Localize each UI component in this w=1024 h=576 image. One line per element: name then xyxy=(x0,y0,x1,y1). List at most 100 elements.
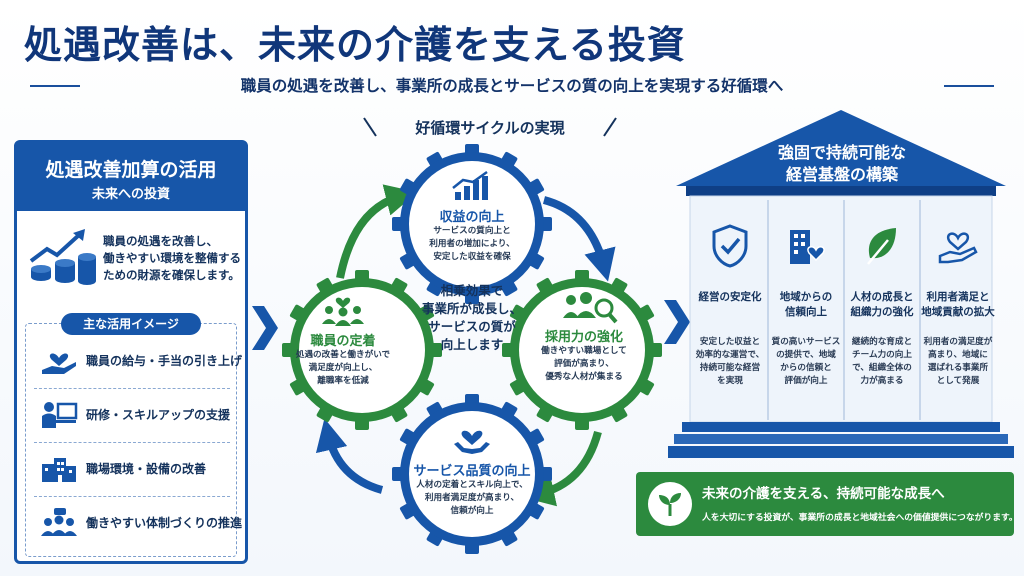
center-text-line: サービスの質が xyxy=(428,319,516,334)
funding-description-line: ための財源を確保します。 xyxy=(103,268,240,282)
gear-quality-text: サービス品質の向上 人材の定着とスキル向上で、 利用者満足度が高まり、 信頼が向… xyxy=(400,460,544,518)
pillar-body: 継続的な育成と チーム力の向上 で、組織全体の 力が高まる xyxy=(844,336,920,388)
gear-retention-body: 処遇の改善と働きがいで 満足度が向上し、 離職率を低減 xyxy=(282,349,404,388)
facility-building-icon xyxy=(42,458,76,482)
pillar-title: 利用者満足と 地域貢献の拡大 xyxy=(920,290,996,320)
pillar-title-line: 利用者満足と xyxy=(926,291,990,303)
sprout-icon-wrap xyxy=(648,482,692,526)
pillar-title-line: 経営の安定化 xyxy=(698,291,762,303)
pillar-body-line: 高まり、地域に xyxy=(928,350,988,360)
cycle-center-text: 相乗効果で 事業所が成長し、 サービスの質が 向上します xyxy=(412,282,532,354)
building-step-1 xyxy=(682,422,1000,432)
gear-recruit-text: 採用力の強化 働きやすい職場として 評価が高まり、 優秀な人材が集まる xyxy=(524,326,644,384)
gear-body-line: 満足度が向上し、 xyxy=(308,363,378,373)
sprout-icon xyxy=(659,493,681,516)
future-growth-description: 人を大切にする投資が、事業所の成長と地域社会への価値提供につながります。 xyxy=(702,513,1018,523)
cycle-arrow-quality-to-retention xyxy=(315,418,384,494)
usage-item-training: 研修・スキルアップの支援 xyxy=(26,392,238,438)
usage-item-salary: 職員の給与・手当の引き上げ xyxy=(26,338,242,384)
subtitle-row: 職員の処遇を改善し、事業所の成長とサービスの質の向上を実現する好循環へ xyxy=(30,74,994,98)
hands-heart-icon xyxy=(454,430,490,454)
pillar-body-line: の提供で、地域 xyxy=(776,350,836,360)
team-heart-icon xyxy=(322,297,364,326)
flow-arrow-left-icon xyxy=(252,306,278,350)
usage-item-system: 働きやすい体制づくりの推進 xyxy=(26,500,243,546)
gear-recruit-title: 採用力の強化 xyxy=(544,330,623,345)
gear-body-line: 処遇の改善と働きがいで xyxy=(295,350,391,360)
gear-quality-title: サービス品質の向上 xyxy=(413,464,531,479)
center-text-line: 向上します xyxy=(440,337,504,352)
pillar-body-line: 力が高まる xyxy=(860,376,904,386)
pillar-growth: 人材の成長と 組織力の強化 継続的な育成と チーム力の向上 で、組織全体の 力が… xyxy=(844,210,920,432)
usage-divider xyxy=(34,388,230,389)
gear-body-line: サービスの質向上と xyxy=(433,226,511,236)
pillar-body-line: 持続可能な経営 xyxy=(699,363,761,373)
gear-recruit-body: 働きやすい職場として 評価が高まり、 優秀な人材が集まる xyxy=(524,345,644,384)
usage-list: 職員の給与・手当の引き上げ 研修・スキルアップの支援 職場環境・設備の改善 xyxy=(25,323,243,557)
funding-panel: 処遇改善加算の活用 未来への投資 職員の処遇を改善し、 働きやすい環境を整備する… xyxy=(14,140,248,564)
pillar-body-line: で、組織全体の xyxy=(852,363,912,373)
pillar-body-line: 効率的な運営で、 xyxy=(695,350,765,360)
flow-arrow-right-icon xyxy=(664,300,690,344)
usage-item-label: 職場環境・設備の改善 xyxy=(86,462,207,476)
usage-item-label: 働きやすい体制づくりの推進 xyxy=(86,516,243,530)
gear-body-line: 信頼が向上 xyxy=(450,506,494,516)
funding-description-line: 働きやすい環境を整備する xyxy=(103,251,241,265)
pillar-contribution: 利用者満足と 地域貢献の拡大 利用者の満足度が 高まり、地域に 選ばれる事業所 … xyxy=(920,210,996,432)
pillar-title-line: 地域貢献の拡大 xyxy=(921,306,995,318)
usage-label-pill: 主な活用イメージ xyxy=(61,313,201,335)
cycle-diagram xyxy=(282,144,662,554)
roof-title-line: 強固で持続可能な xyxy=(777,143,906,162)
training-presenter-icon xyxy=(42,402,78,428)
center-text-line: 事業所が成長し、 xyxy=(421,301,522,316)
pillar-stability: 経営の安定化 安定した収益と 効率的な運営で、 持続可能な経営 を実現 xyxy=(692,210,768,432)
roof-title-line: 経営基盤の構築 xyxy=(785,165,898,184)
usage-item-facility: 職場環境・設備の改善 xyxy=(26,446,238,492)
pillar-body-line: を実現 xyxy=(717,376,743,386)
building-step-2 xyxy=(674,434,1008,444)
subtitle-rule-right xyxy=(944,85,994,87)
pillar-title: 人材の成長と 組織力の強化 xyxy=(844,290,920,320)
cycle-label-mark-left xyxy=(363,117,377,137)
gear-revenue-text: 収益の向上 サービスの質向上と 利用者の増加により、 安定した収益を確保 xyxy=(412,206,532,264)
gear-revenue-title: 収益の向上 xyxy=(439,210,505,225)
funding-panel-header: 処遇改善加算の活用 未来への投資 xyxy=(17,143,245,211)
foundation-building xyxy=(668,110,1014,458)
usage-divider xyxy=(34,496,230,497)
gear-retention xyxy=(282,270,442,430)
funding-panel-subtitle: 未来への投資 xyxy=(91,187,170,202)
funding-panel-title: 処遇改善加算の活用 xyxy=(45,159,217,181)
growth-chart-icon xyxy=(452,170,488,200)
pillar-body-line: 継続的な育成と xyxy=(851,337,913,347)
pillar-title-line: 信頼向上 xyxy=(785,306,827,318)
pillar-body-line: 評価が向上 xyxy=(784,376,828,386)
building-step-3 xyxy=(668,446,1014,458)
leaf-icon xyxy=(867,228,896,265)
usage-divider xyxy=(34,442,230,443)
cycle-label-row: 好循環サイクルの実現 xyxy=(360,114,620,140)
funding-description: 職員の処遇を改善し、 働きやすい環境を整備する ための財源を確保します。 xyxy=(103,233,241,284)
pillar-title-line: 人材の成長と xyxy=(850,291,914,303)
cycle-arrow-recruit-to-quality xyxy=(522,430,602,507)
pillar-title-line: 地域からの xyxy=(779,291,833,303)
cycle-arrow-retention-to-revenue xyxy=(336,184,418,279)
people-search-icon xyxy=(563,292,618,324)
gear-body-line: 人材の定着とスキル向上で、 xyxy=(416,480,528,490)
pillar-body: 利用者の満足度が 高まり、地域に 選ばれる事業所 として発展 xyxy=(920,336,996,388)
building-body xyxy=(689,195,993,423)
page-subtitle: 職員の処遇を改善し、事業所の成長とサービスの質の向上を実現する好循環へ xyxy=(240,77,784,95)
gear-body-line: 利用者の増加により、 xyxy=(429,239,515,249)
hand-heart-icon xyxy=(42,353,76,374)
gear-revenue-body: サービスの質向上と 利用者の増加により、 安定した収益を確保 xyxy=(412,225,532,264)
cycle-arrow-revenue-to-recruit xyxy=(542,196,616,282)
subtitle-rule-left xyxy=(30,85,80,87)
pillar-body-line: 選ばれる事業所 xyxy=(927,363,989,373)
pillar-body-line: チーム力の向上 xyxy=(852,350,912,360)
gear-body-line: 評価が高まり、 xyxy=(554,359,614,369)
gear-body-line: 優秀な人材が集まる xyxy=(545,372,623,382)
usage-item-label: 研修・スキルアップの支援 xyxy=(86,408,231,422)
gear-body-line: 利用者満足度が高まり、 xyxy=(424,493,520,503)
pillar-body: 質の高いサービス の提供で、地域 からの信頼と 評価が向上 xyxy=(768,336,844,388)
pillar-title: 経営の安定化 xyxy=(692,290,768,305)
gear-recruit xyxy=(502,270,662,430)
